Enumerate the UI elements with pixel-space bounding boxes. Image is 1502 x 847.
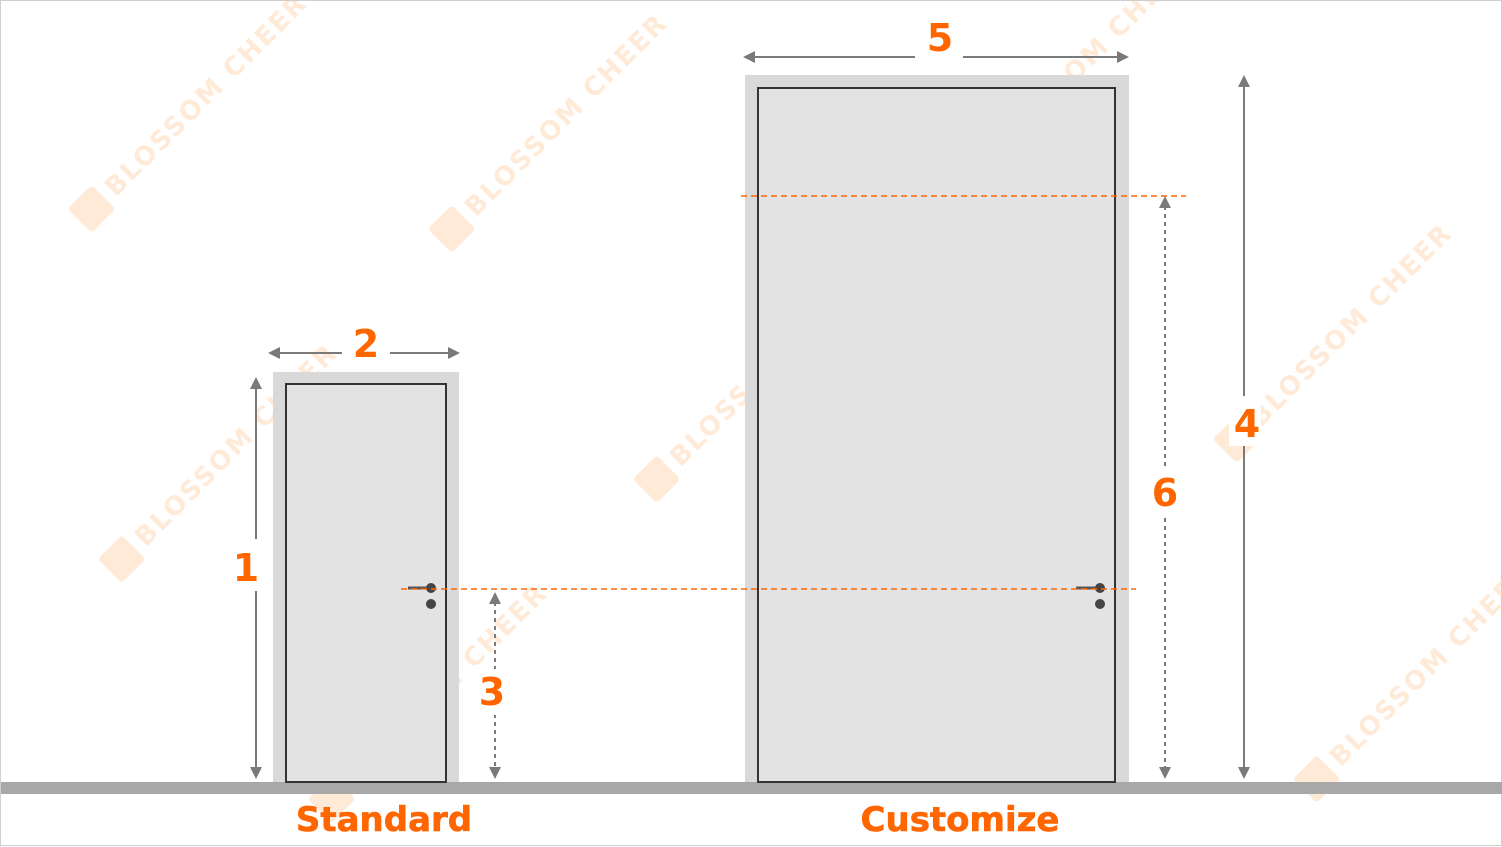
watermark-text: BLOSSOM CHEER	[459, 8, 673, 222]
dimension-1-label-bg	[233, 539, 259, 591]
standard-door-handle	[408, 583, 436, 609]
customize-caption: Customize	[861, 800, 1060, 840]
watermark: BLOSSOM CHEER	[69, 1, 314, 232]
dimension-5-label: 5	[927, 16, 953, 60]
standard-door-panel	[285, 383, 447, 783]
dimension-4-label: 4	[1234, 402, 1260, 446]
watermark: BLOSSOM CHEER	[1294, 558, 1502, 802]
dimension-3-label: 3	[479, 670, 505, 714]
floor-line	[1, 782, 1502, 794]
watermark: BLOSSOM CHEER	[429, 8, 674, 252]
watermark-text: BLOSSOM CHEER	[99, 1, 313, 203]
watermark-text: BLOSSOM CHEER	[1324, 558, 1502, 772]
dimension-2-label: 2	[353, 322, 379, 366]
dimension-1-label: 1	[233, 546, 259, 590]
dimension-6-label: 6	[1152, 471, 1178, 515]
dimension-6-label-bg	[1149, 467, 1181, 517]
watermark-text: BLOSSOM CHEER	[1244, 218, 1458, 432]
standard-door	[273, 372, 459, 783]
standard-door-lock	[426, 599, 436, 609]
customize-door-lock	[1095, 599, 1105, 609]
customize-door	[745, 75, 1129, 783]
dimension-3-label-bg	[479, 669, 507, 715]
customize-door-panel	[757, 87, 1116, 783]
dimension-4-label-bg	[1229, 396, 1261, 446]
customize-door-handle	[1076, 583, 1105, 609]
standard-caption: Standard	[296, 800, 472, 840]
